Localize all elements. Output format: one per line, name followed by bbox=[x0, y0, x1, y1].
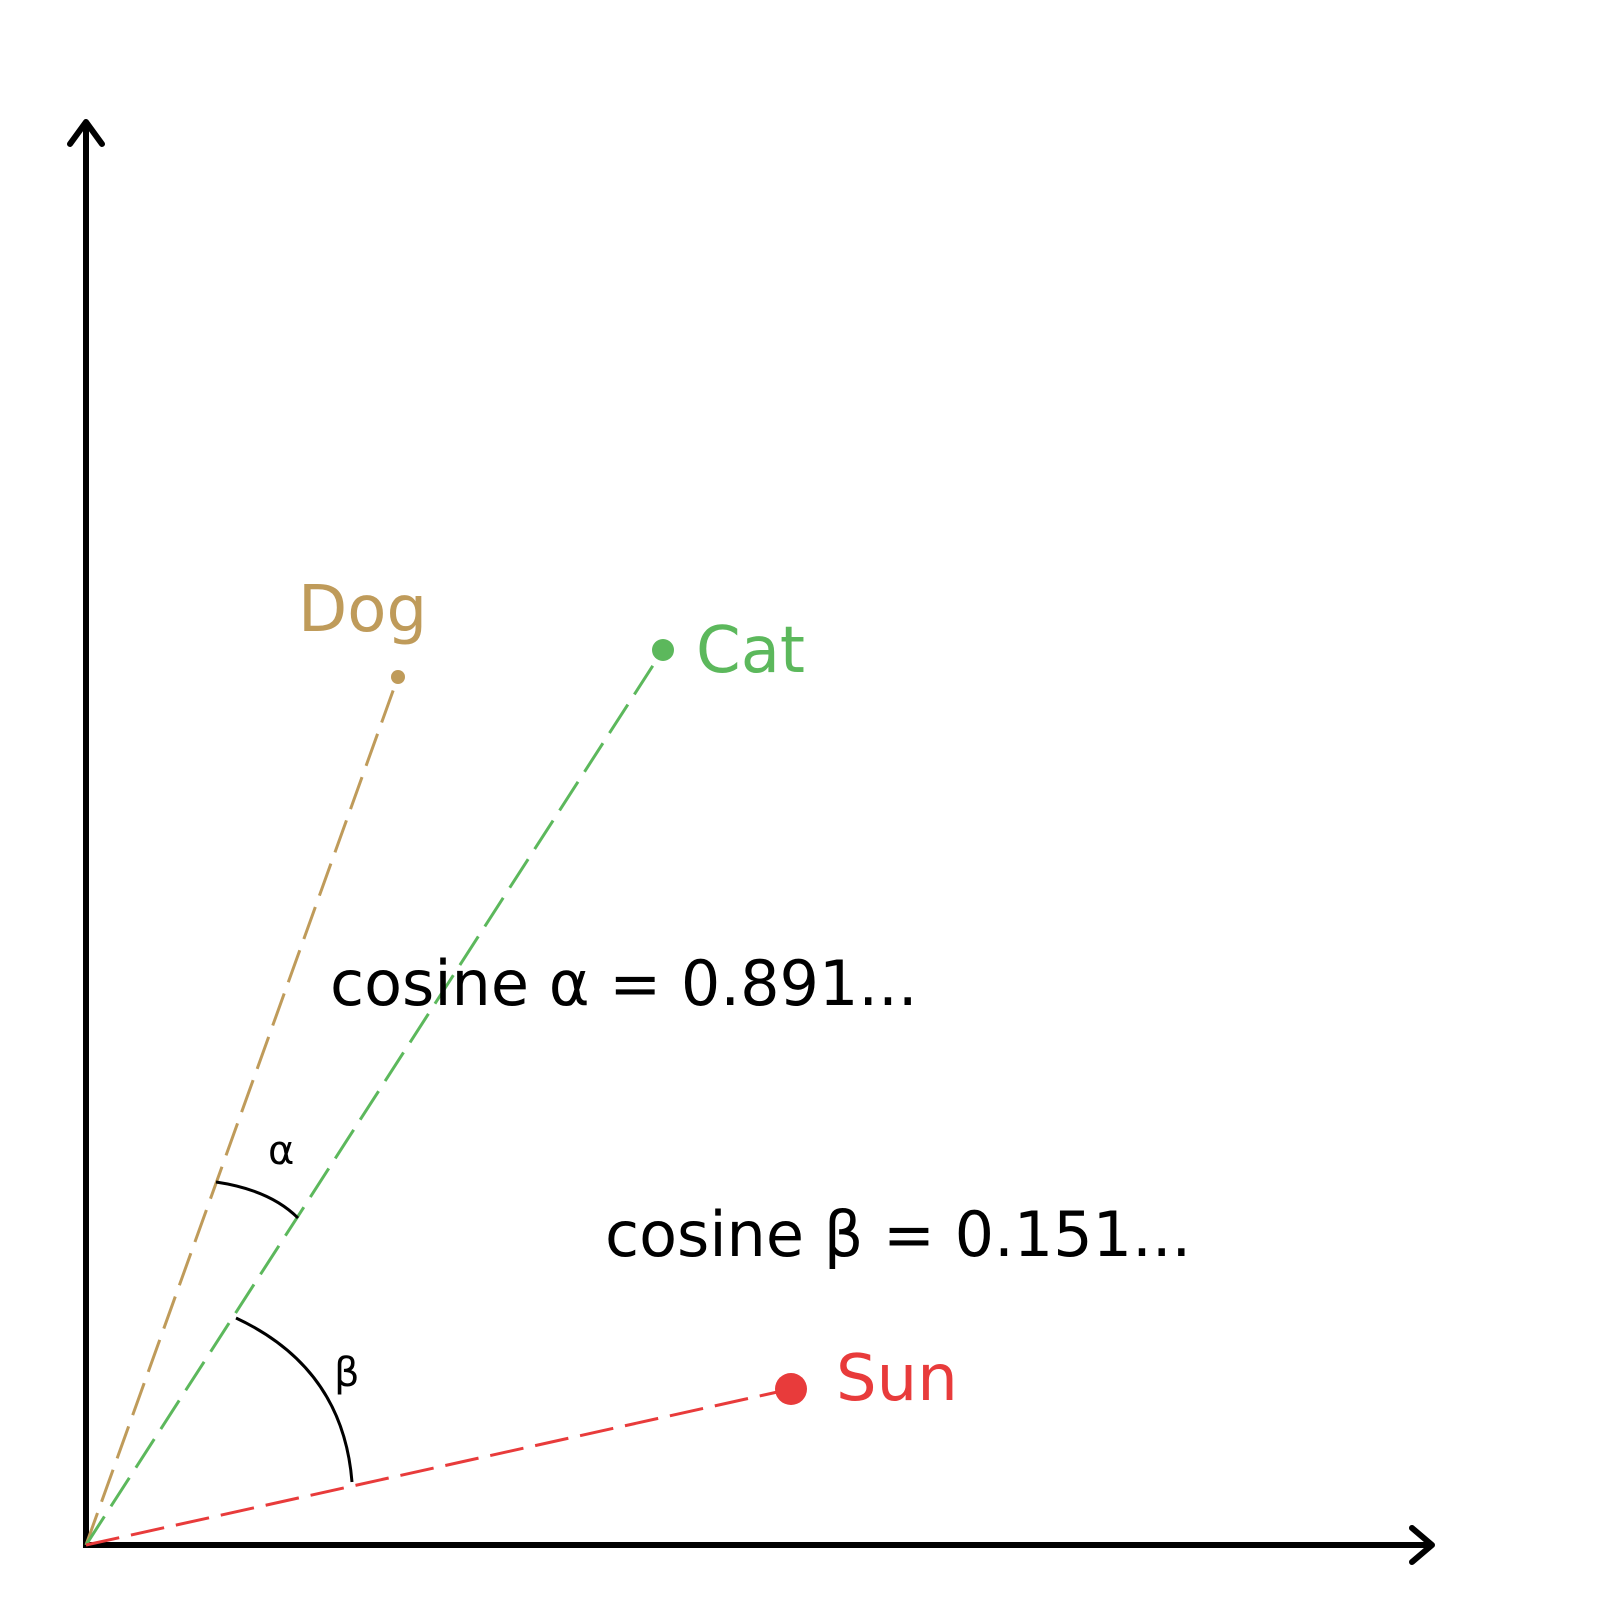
vector-cat: Cat bbox=[84, 614, 805, 1546]
dog-vector-line bbox=[84, 676, 400, 1546]
y-axis-arrowhead bbox=[67, 119, 105, 147]
cosine-alpha-equation: cosine α = 0.891... bbox=[330, 947, 918, 1020]
cat-label: Cat bbox=[696, 614, 805, 688]
beta-symbol: β bbox=[334, 1350, 360, 1396]
vector-dog: Dog bbox=[84, 573, 427, 1546]
alpha-symbol: α bbox=[268, 1128, 294, 1174]
alpha-arc bbox=[215, 1180, 300, 1220]
sun-vector-line bbox=[85, 1387, 792, 1547]
dog-label: Dog bbox=[298, 573, 427, 647]
axes bbox=[67, 119, 1435, 1565]
cat-point bbox=[652, 639, 674, 661]
angle-beta: β bbox=[235, 1316, 360, 1483]
sun-point bbox=[775, 1373, 807, 1405]
sun-label: Sun bbox=[836, 1342, 958, 1416]
cat-vector-line bbox=[84, 649, 665, 1546]
dog-point bbox=[391, 670, 405, 684]
beta-arc bbox=[235, 1316, 354, 1483]
angle-alpha: α bbox=[215, 1128, 300, 1220]
x-axis-arrowhead bbox=[1409, 1525, 1435, 1565]
vector-sun: Sun bbox=[85, 1342, 958, 1547]
cosine-beta-equation: cosine β = 0.151... bbox=[605, 1198, 1191, 1271]
